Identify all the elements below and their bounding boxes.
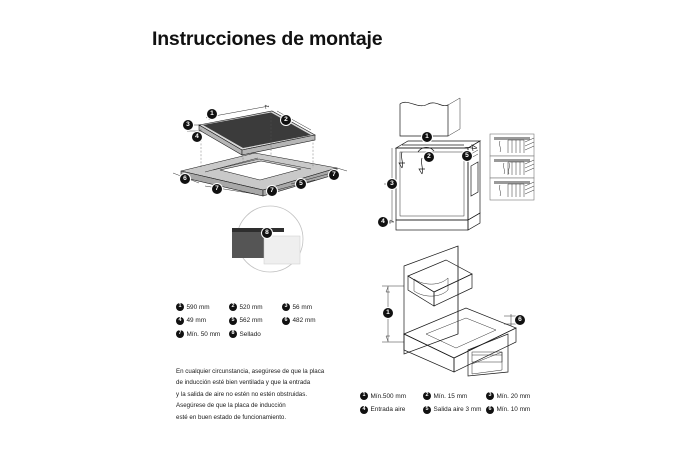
note-line-5: esté en buen estado de funcionamiento. <box>176 413 287 421</box>
oven-legend-label-5: Salida aire 3 mm <box>433 406 482 413</box>
legend-item: 2 520 mm <box>229 303 282 311</box>
page-title: Instrucciones de montaje <box>152 28 383 50</box>
oven-callout-1: 1 <box>422 132 432 142</box>
hob-callout-7b: 7 <box>267 186 277 196</box>
legend-label-1: 590 mm <box>186 303 210 311</box>
legend-label-6: 482 mm <box>292 317 316 324</box>
legend-item: 1 Mín.500 mm <box>360 392 423 400</box>
oven-legend-label-1: Mín.500 mm <box>370 392 407 400</box>
oven-legend-badge-3: 3 <box>486 392 494 400</box>
oven-clearance-legend: 1 Mín.500 mm 2 Mín. 15 mm 3 Mín. 20 mm 4… <box>360 392 550 419</box>
hob-callout-7c: 7 <box>329 170 339 180</box>
legend-item: 5 Salida aire 3 mm <box>423 405 486 414</box>
cabinet-callout-6: 6 <box>515 315 525 325</box>
legend-item: 5 562 mm <box>229 316 282 325</box>
note-line-4: Asegúrese de que la placa de inducción <box>176 402 286 410</box>
legend-label-4: 49 mm <box>186 317 207 324</box>
oven-legend-label-4: Entrada aire <box>370 406 406 413</box>
legend-badge-1: 1 <box>176 303 184 311</box>
legend-badge-5: 5 <box>229 316 237 325</box>
cabinet-callout-1: 1 <box>383 308 393 318</box>
oven-callout-5: 5 <box>462 151 472 161</box>
legend-item: 3 56 mm <box>282 303 335 311</box>
oven-installation-diagram: 1 2 3 4 5 <box>378 96 548 236</box>
cabinet-clearance-diagram: 1 6 <box>368 245 533 377</box>
legend-label-5: 562 mm <box>239 317 263 324</box>
oven-legend-label-6: Mín. 10 mm <box>496 406 531 413</box>
legend-badge-4: 4 <box>176 316 184 325</box>
oven-legend-label-3: Mín. 20 mm <box>496 392 531 400</box>
hob-exploded-diagram: 1 2 3 4 5 6 7 7 7 <box>165 98 350 208</box>
hob-callout-6: 6 <box>180 174 190 184</box>
legend-badge-6: 6 <box>282 316 290 325</box>
note-line-3: y la salida de aire no estén no estén ob… <box>176 390 308 398</box>
oven-callout-3: 3 <box>387 179 397 189</box>
legend-item: 7 Mín. 50 mm <box>176 330 229 338</box>
legend-badge-2: 2 <box>229 303 237 311</box>
legend-item: 6 482 mm <box>282 316 335 325</box>
hob-callout-2: 2 <box>281 115 291 125</box>
oven-legend-badge-5: 5 <box>423 405 431 414</box>
hob-callout-4: 4 <box>192 132 202 142</box>
oven-legend-badge-4: 4 <box>360 405 368 414</box>
legend-label-2: 520 mm <box>239 303 263 311</box>
legend-item: 8 Sellado <box>229 330 282 338</box>
legend-item: 2 Mín. 15 mm <box>423 392 486 400</box>
note-line-1: En cualquier circunstancia, asegúrese de… <box>176 368 325 375</box>
oven-legend-badge-6: 6 <box>486 405 494 414</box>
legend-item: 1 590 mm <box>176 303 229 311</box>
note-line-2: de inducción esté bien ventilada y que l… <box>176 379 311 387</box>
legend-badge-3: 3 <box>282 303 290 311</box>
oven-legend-label-2: Mín. 15 mm <box>433 392 468 400</box>
legend-label-3: 56 mm <box>292 303 313 311</box>
legend-item: 6 Mín. 10 mm <box>486 405 549 414</box>
legend-badge-7: 7 <box>176 330 184 338</box>
hob-callout-1: 1 <box>207 109 217 119</box>
ventilation-note: En cualquier circunstancia, asegúrese de… <box>176 366 341 423</box>
detail-callout-8: 8 <box>262 228 272 238</box>
hob-callout-3: 3 <box>183 120 193 130</box>
oven-callout-2: 2 <box>424 152 434 162</box>
oven-legend-badge-2: 2 <box>423 392 431 400</box>
legend-badge-8: 8 <box>229 330 237 338</box>
sealing-detail-inset: 8 <box>224 204 316 276</box>
oven-legend-badge-1: 1 <box>360 392 368 400</box>
hob-callout-5: 5 <box>296 179 306 189</box>
legend-label-7: Mín. 50 mm <box>186 330 221 338</box>
hob-callout-7a: 7 <box>212 184 222 194</box>
legend-item: 4 Entrada aire <box>360 405 423 414</box>
legend-item: 4 49 mm <box>176 316 229 325</box>
oven-callout-4: 4 <box>378 217 388 227</box>
legend-item: 3 Mín. 20 mm <box>486 392 549 400</box>
legend-label-8: Sellado <box>239 330 261 338</box>
hob-dimensions-legend: 1 590 mm 2 520 mm 3 56 mm 4 49 mm 5 562 … <box>176 303 336 344</box>
